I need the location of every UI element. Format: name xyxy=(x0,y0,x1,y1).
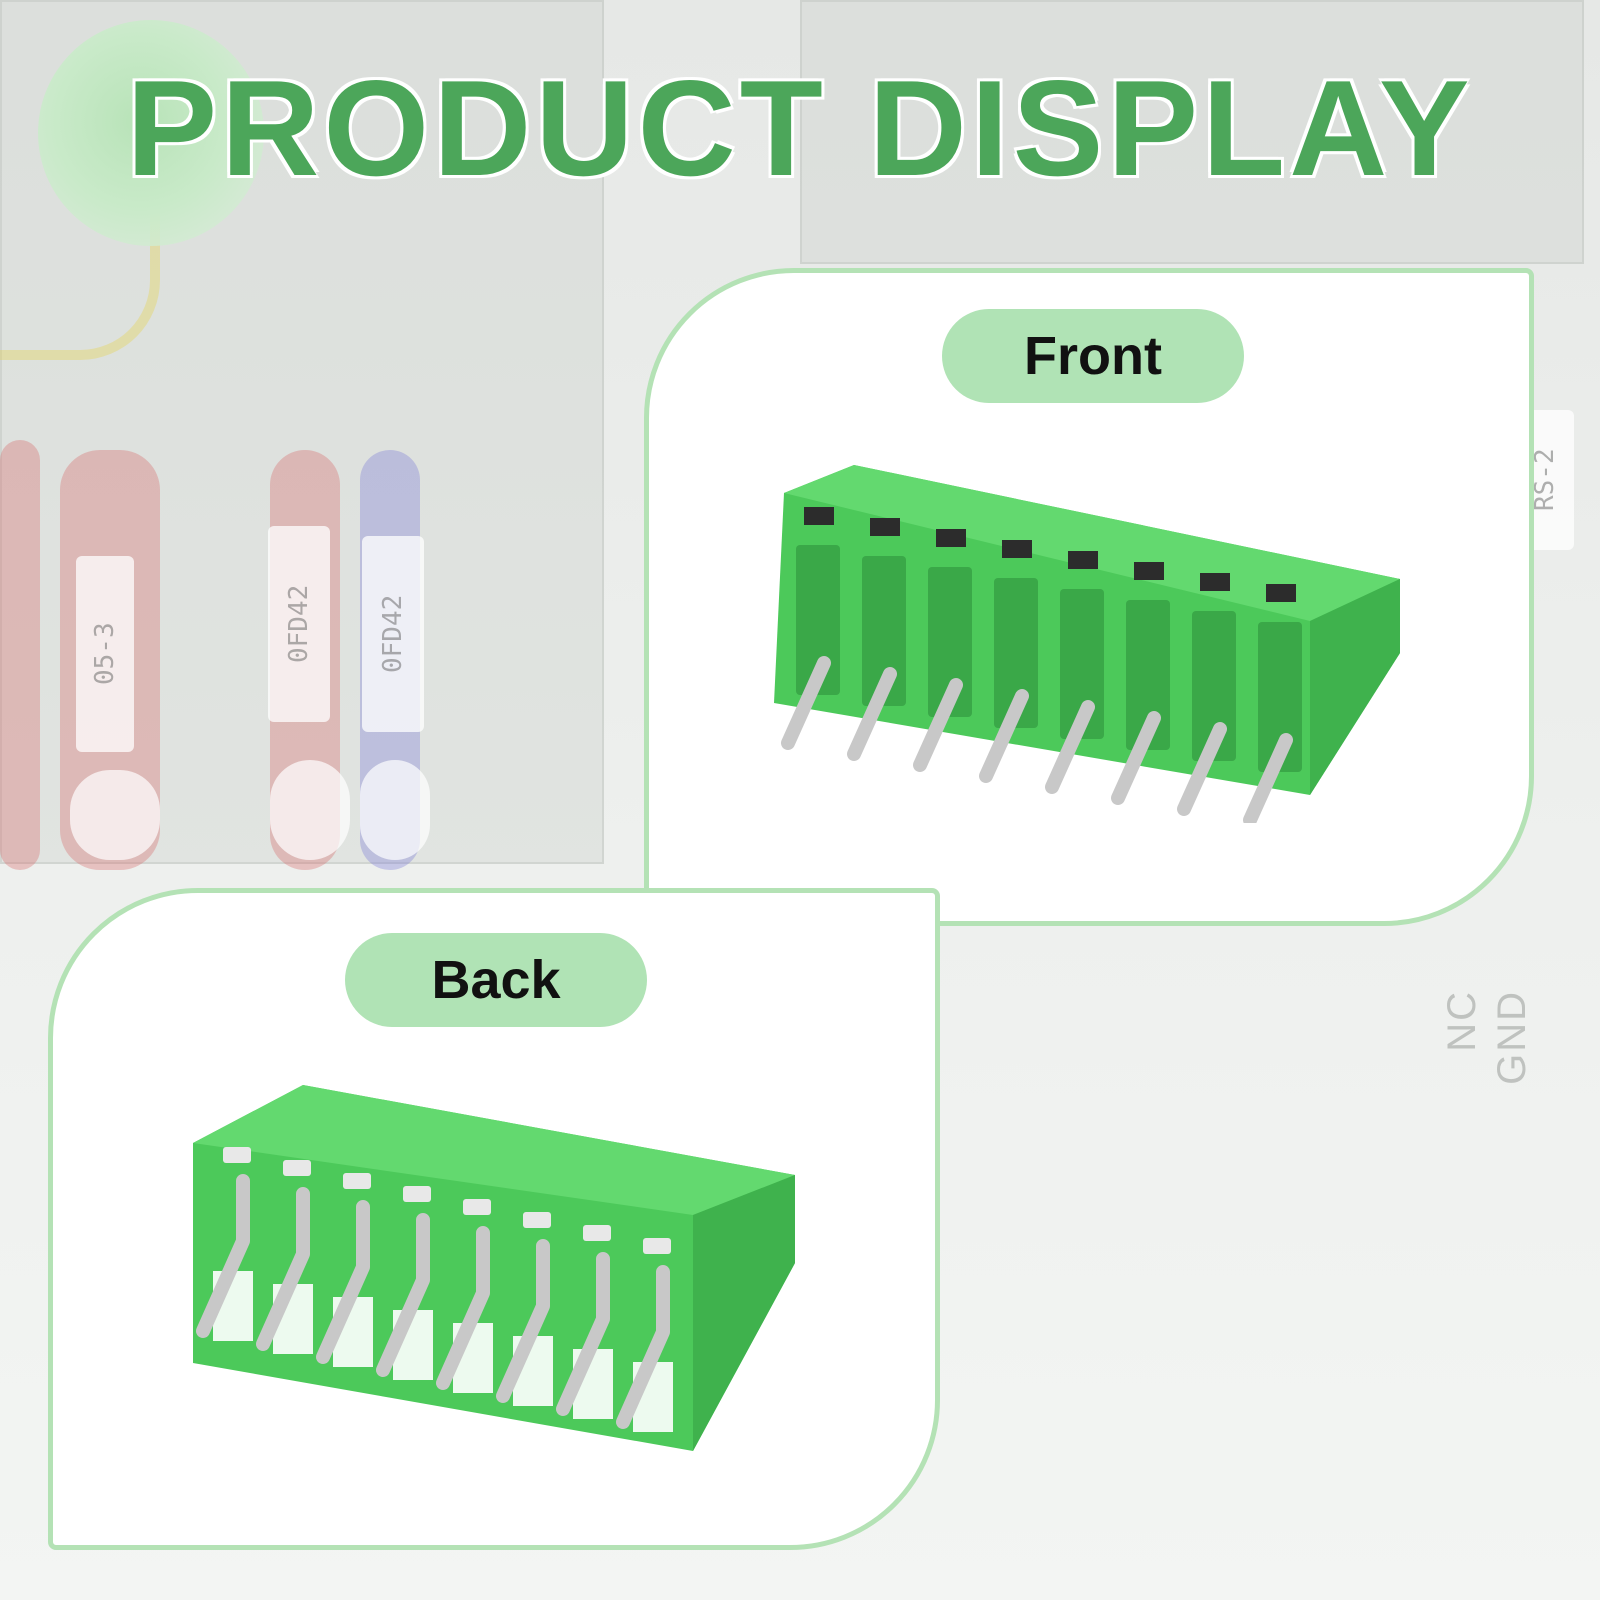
front-cell xyxy=(862,556,906,706)
back-pin xyxy=(196,1174,250,1338)
back-contact xyxy=(463,1199,491,1215)
bg-wire-label-1: 05-3 xyxy=(76,556,134,752)
bg-wire-label-2: 0FD42 xyxy=(268,526,330,722)
page-title: PRODUCT DISPLAY xyxy=(126,52,1474,204)
bg-sleeve-3 xyxy=(360,760,430,860)
back-product-image xyxy=(193,1085,795,1451)
front-screw-slot xyxy=(1002,540,1032,558)
front-pin xyxy=(979,689,1029,783)
front-pin xyxy=(1177,722,1227,816)
front-screw-slot xyxy=(1134,562,1164,580)
back-contact xyxy=(643,1238,671,1254)
back-pin xyxy=(376,1213,430,1377)
front-cell xyxy=(1192,611,1236,761)
front-cell xyxy=(928,567,972,717)
front-screw-slot xyxy=(804,507,834,525)
back-view-card: Back xyxy=(48,888,940,1550)
back-contact xyxy=(583,1225,611,1241)
front-screw-slot xyxy=(1068,551,1098,569)
back-contact xyxy=(223,1147,251,1163)
back-pin xyxy=(316,1200,370,1364)
front-cell xyxy=(994,578,1038,728)
front-screw-slot xyxy=(1200,573,1230,591)
back-pin xyxy=(436,1226,490,1390)
back-contact xyxy=(523,1212,551,1228)
bg-print-nc: NC xyxy=(1440,990,1484,1052)
front-screw-slot xyxy=(936,529,966,547)
back-contact xyxy=(343,1173,371,1189)
front-label: Front xyxy=(942,309,1244,403)
front-screw-slot xyxy=(1266,584,1296,602)
bg-red-wire-3 xyxy=(0,440,40,870)
front-pin xyxy=(1045,700,1095,794)
front-pin xyxy=(1111,711,1161,805)
front-pin xyxy=(913,678,963,772)
back-contact xyxy=(403,1186,431,1202)
front-cell xyxy=(796,545,840,695)
back-pin xyxy=(256,1187,310,1351)
front-cell xyxy=(1258,622,1302,772)
back-pin xyxy=(496,1239,550,1403)
decorative-circle xyxy=(38,20,264,246)
back-pin xyxy=(616,1265,670,1429)
front-view-card: Front xyxy=(644,268,1534,926)
bg-yellow-wire xyxy=(0,190,160,360)
back-label: Back xyxy=(345,933,647,1027)
front-pin xyxy=(781,656,831,750)
back-pin xyxy=(556,1252,610,1416)
bg-wire-label-3: 0FD42 xyxy=(362,536,424,732)
front-cell xyxy=(1126,600,1170,750)
bg-panel-top xyxy=(800,0,1584,264)
back-contact xyxy=(283,1160,311,1176)
bg-sleeve-1 xyxy=(70,770,160,860)
front-product-image xyxy=(774,465,1400,823)
bg-print-gnd: GND xyxy=(1490,990,1534,1085)
front-pin xyxy=(847,667,897,761)
front-pin xyxy=(1243,733,1293,823)
bg-sleeve-2 xyxy=(270,760,350,860)
front-cell xyxy=(1060,589,1104,739)
front-screw-slot xyxy=(870,518,900,536)
